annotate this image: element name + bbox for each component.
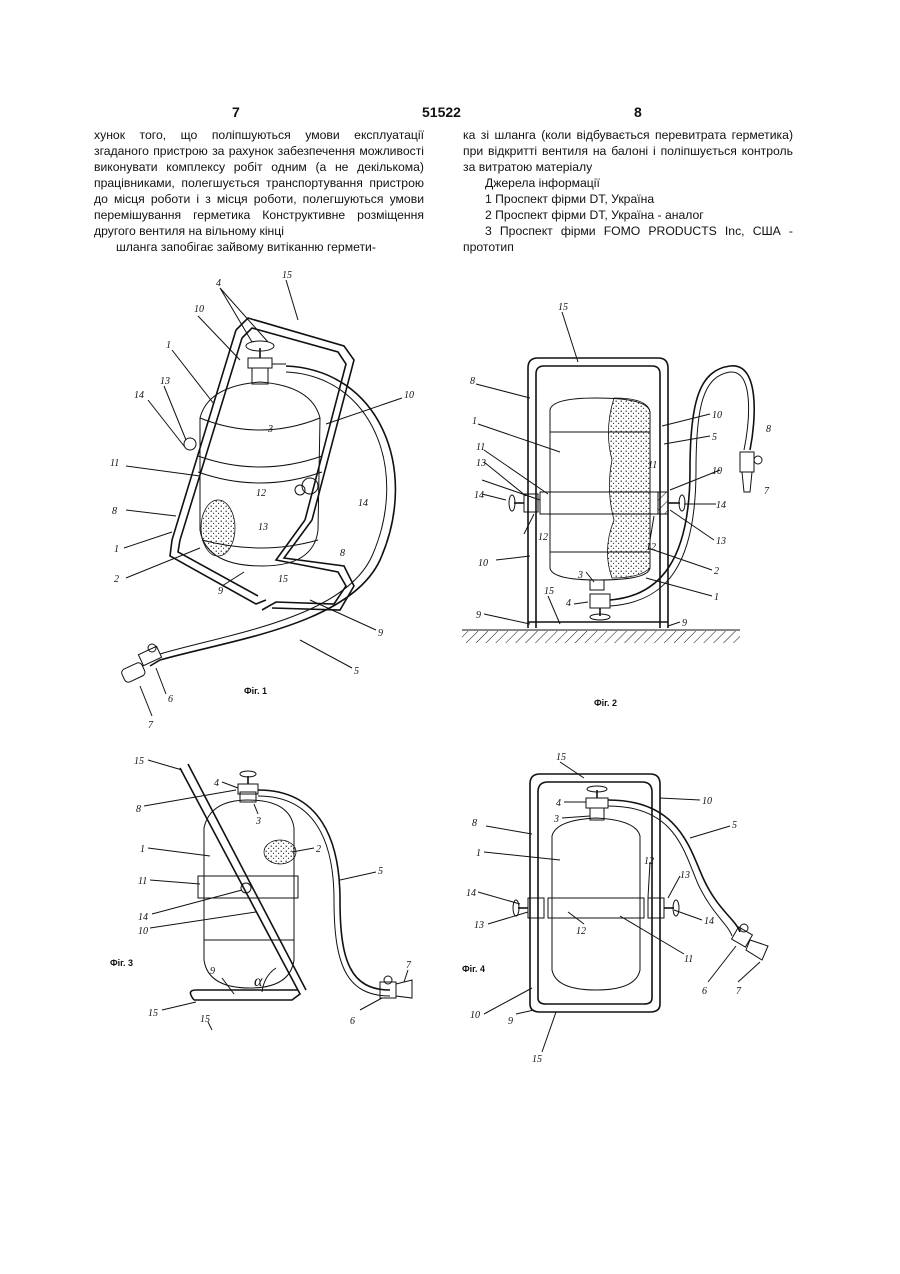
figure-3-caption: Фіг. 3 (110, 958, 133, 968)
fig2-label: 1 (714, 592, 719, 603)
figure-1: 15 4 10 1 13 14 10 3 11 12 14 8 13 1 2 8… (110, 270, 414, 731)
fig1-label: 13 (258, 522, 268, 533)
fig1-label: 12 (256, 488, 266, 499)
fig3-label: 7 (406, 960, 412, 971)
fig1-label: 15 (278, 574, 288, 585)
fig1-label: 11 (110, 458, 119, 469)
fig3-label: 2 (316, 844, 321, 855)
fig1-label: 1 (166, 340, 171, 351)
fig3-label: 14 (138, 912, 148, 923)
fig2-label: 14 (716, 500, 726, 511)
fig2-label: 10 (478, 558, 488, 569)
fig4-label: 7 (736, 986, 742, 997)
fig4-label: 3 (553, 814, 559, 825)
fig2-label: 9 (682, 618, 687, 629)
fig2-label: 4 (566, 598, 571, 609)
fig4-label: 12 (644, 856, 654, 867)
fig2-label: 10 (712, 466, 722, 477)
fig2-label: 12 (646, 542, 656, 553)
fig2-label: 13 (716, 536, 726, 547)
fig3-label: 9 (210, 966, 215, 977)
fig4-label: 13 (680, 870, 690, 881)
fig4-label: 4 (556, 798, 561, 809)
fig2-label: 5 (712, 432, 717, 443)
fig2-label: 8 (470, 376, 475, 387)
fig2-label: 3 (577, 570, 583, 581)
fig1-label: 10 (194, 304, 204, 315)
figure-4-caption: Фіг. 4 (462, 964, 485, 974)
fig1-label: 3 (267, 424, 273, 435)
fig2-label: 11 (648, 460, 657, 471)
fig1-label: 8 (340, 548, 345, 559)
fig4-label: 15 (532, 1054, 542, 1065)
fig1-label: 2 (114, 574, 119, 585)
fig4-label: 12 (576, 926, 586, 937)
fig2-label: 1 (472, 416, 477, 427)
fig2-label: 9 (476, 610, 481, 621)
fig1-label: 14 (134, 390, 144, 401)
fig2-label: 11 (476, 442, 485, 453)
fig2-label: 15 (558, 302, 568, 313)
fig2-label: 12 (538, 532, 548, 543)
fig2-label: 14 (474, 490, 484, 501)
fig1-label: 13 (160, 376, 170, 387)
fig4-label: 10 (702, 796, 712, 807)
fig2-label: 15 (544, 586, 554, 597)
fig1-label: 8 (112, 506, 117, 517)
figure-3: 15 4 8 3 2 1 11 5 14 10 7 α 9 6 15 15 Фі… (110, 756, 412, 1030)
fig3-label: 10 (138, 926, 148, 937)
fig1-label: 6 (168, 694, 173, 705)
fig3-label: 15 (134, 756, 144, 767)
figure-4: 15 4 10 3 8 5 1 12 13 14 14 12 13 11 7 6… (462, 752, 768, 1065)
fig1-label: 9 (218, 586, 223, 597)
figure-2-caption: Фіг. 2 (594, 698, 617, 708)
fig3-label: 8 (136, 804, 141, 815)
fig1-label: 15 (282, 270, 292, 281)
fig2-label: 8 (766, 424, 771, 435)
fig1-label: 7 (148, 720, 154, 731)
fig1-label: 9 (378, 628, 383, 639)
fig1-label: 1 (114, 544, 119, 555)
fig4-label: 13 (474, 920, 484, 931)
fig3-label: 4 (214, 778, 219, 789)
fig1-label: 10 (404, 390, 414, 401)
fig1-label: 14 (358, 498, 368, 509)
fig4-label: 14 (704, 916, 714, 927)
fig3-label: 3 (255, 816, 261, 827)
fig2-label: 2 (714, 566, 719, 577)
fig1-label: 5 (354, 666, 359, 677)
fig4-label: 6 (702, 986, 707, 997)
fig3-label: 15 (148, 1008, 158, 1019)
fig3-angle-label: α (254, 973, 263, 990)
fig3-label: 1 (140, 844, 145, 855)
fig4-label: 9 (508, 1016, 513, 1027)
fig4-label: 1 (476, 848, 481, 859)
fig3-label: 15 (200, 1014, 210, 1025)
fig3-label: 11 (138, 876, 147, 887)
fig4-label: 15 (556, 752, 566, 763)
fig2-label: 13 (476, 458, 486, 469)
fig4-label: 5 (732, 820, 737, 831)
fig2-label: 7 (764, 486, 770, 497)
fig3-label: 6 (350, 1016, 355, 1027)
fig2-label: 10 (712, 410, 722, 421)
fig4-label: 8 (472, 818, 477, 829)
figure-2: 15 8 10 1 5 11 13 11 8 14 10 12 14 13 12… (462, 302, 771, 708)
fig4-label: 10 (470, 1010, 480, 1021)
fig4-label: 14 (466, 888, 476, 899)
figure-1-caption: Фіг. 1 (244, 686, 267, 696)
fig4-label: 11 (684, 954, 693, 965)
fig1-label: 4 (216, 278, 221, 289)
fig3-label: 5 (378, 866, 383, 877)
